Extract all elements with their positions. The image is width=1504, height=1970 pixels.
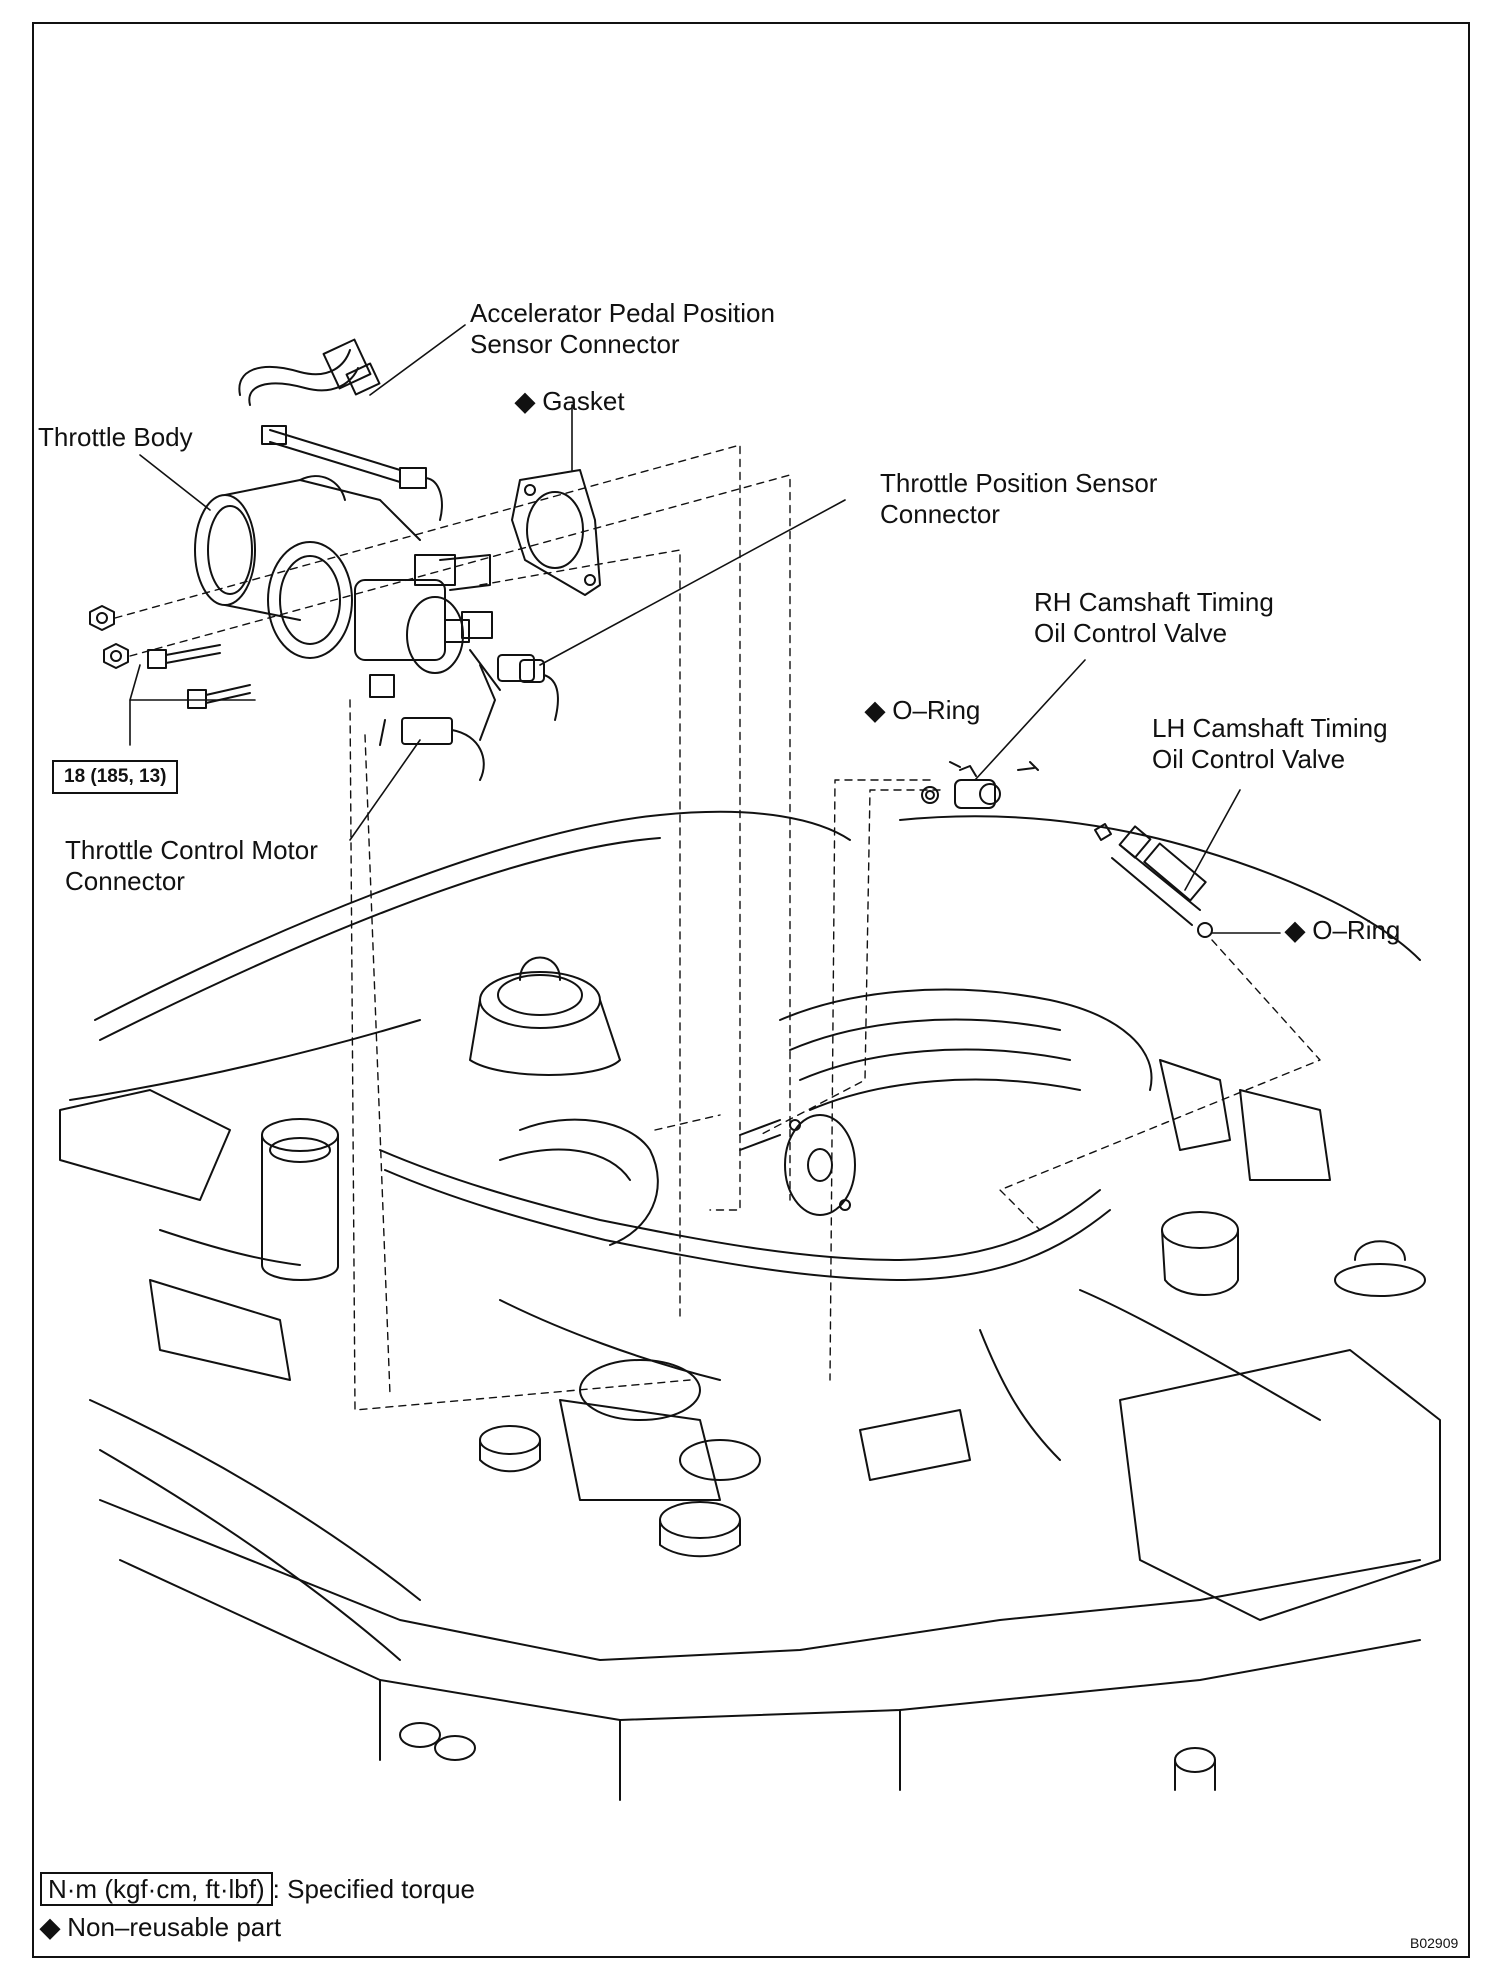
diamond-icon: ◆	[40, 1912, 60, 1942]
label-gasket: ◆ Gasket	[515, 386, 625, 417]
label-line: Gasket	[542, 386, 625, 416]
label-throttle-body: Throttle Body	[38, 422, 193, 453]
diagram-frame	[32, 22, 1470, 1958]
label-line: O–Ring	[1312, 915, 1401, 945]
torque-spec-box: 18 (185, 13)	[52, 760, 179, 794]
lh-ocv-part	[1094, 823, 1213, 938]
label-o-ring-rh: ◆ O–Ring	[865, 695, 980, 726]
throttle-body-part	[194, 475, 501, 741]
bolts-and-nuts	[89, 605, 251, 709]
label-line: Throttle Body	[38, 422, 193, 452]
label-line: Oil Control Valve	[1034, 618, 1228, 648]
legend-torque-text: : Specified torque	[272, 1874, 476, 1904]
label-line: Oil Control Valve	[1152, 744, 1346, 774]
label-line: Connector	[65, 866, 185, 896]
label-line: Throttle Control Motor	[65, 835, 318, 865]
label-line: Throttle Position Sensor	[880, 468, 1158, 498]
label-line: Accelerator Pedal Position	[470, 298, 775, 328]
rh-ocv-part	[921, 761, 1039, 809]
legend-nonreusable: ◆ Non–reusable part	[40, 1912, 281, 1943]
diamond-icon: ◆	[515, 386, 535, 416]
label-throttle-control-motor: Throttle Control Motor Connector	[65, 835, 318, 897]
gasket-part	[511, 469, 601, 596]
label-rh-camshaft-valve: RH Camshaft Timing Oil Control Valve	[1034, 587, 1274, 649]
figure-code: B02909	[1410, 1935, 1459, 1951]
throttle-motor-connector	[379, 717, 485, 781]
diamond-icon: ◆	[865, 695, 885, 725]
leader-lines	[129, 324, 1281, 934]
diamond-icon: ◆	[1285, 915, 1305, 945]
throttle-position-connector	[497, 654, 559, 721]
label-accelerator-pedal-sensor: Accelerator Pedal Position Sensor Connec…	[470, 298, 775, 360]
accelerator-wire-harness	[238, 338, 443, 521]
label-line: Sensor Connector	[470, 329, 680, 359]
legend-torque-unit: N·m (kgf·cm, ft·lbf)	[40, 1872, 273, 1906]
label-o-ring-lh: ◆ O–Ring	[1285, 915, 1400, 946]
legend-torque: N·m (kgf·cm, ft·lbf): Specified torque	[40, 1872, 475, 1906]
label-line: RH Camshaft Timing	[1034, 587, 1274, 617]
engine-bay	[59, 810, 1441, 1801]
legend-nonreusable-text: Non–reusable part	[67, 1912, 282, 1942]
label-lh-camshaft-valve: LH Camshaft Timing Oil Control Valve	[1152, 713, 1388, 775]
label-line: O–Ring	[892, 695, 981, 725]
label-line: Connector	[880, 499, 1000, 529]
label-line: LH Camshaft Timing	[1152, 713, 1388, 743]
label-throttle-position-sensor: Throttle Position Sensor Connector	[880, 468, 1157, 530]
alignment-dashes	[114, 444, 1321, 1411]
